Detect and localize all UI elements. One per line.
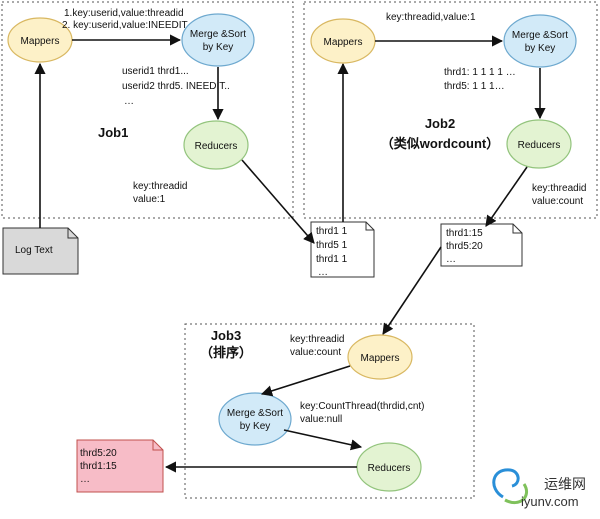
job1-output-row-2: thrd5 1 bbox=[316, 240, 348, 251]
job1-mappers-label: Mappers bbox=[21, 36, 60, 47]
job3-merged-1: key:CountThread(thrdid,cnt) bbox=[300, 401, 425, 412]
job3-frame bbox=[184, 323, 475, 499]
job2-output-row-3: … bbox=[446, 254, 456, 265]
job1-reducers-label: Reducers bbox=[195, 141, 238, 152]
watermark-cn: 运维网 bbox=[544, 476, 586, 492]
job1-merged-3: … bbox=[124, 96, 134, 107]
job2-output-row-2: thrd5:20 bbox=[446, 241, 483, 252]
job1-map-output-1: 1.key:userid,value:threadid bbox=[64, 8, 184, 19]
job2-output-fold bbox=[512, 224, 522, 234]
job3-map-output-1: key:threadid bbox=[290, 334, 344, 345]
job3-mappers-label: Mappers bbox=[361, 353, 400, 364]
job2-merged-2: thrd5: 1 1 1… bbox=[444, 81, 505, 92]
arrow-job2-reducers-to-output bbox=[485, 166, 528, 227]
job2-merged-1: thrd1: 1 1 1 1 … bbox=[444, 67, 516, 78]
job1-frame bbox=[1, 1, 294, 219]
job2-subtitle: （类似wordcount） bbox=[381, 136, 499, 151]
watermark-swirl-icon bbox=[492, 468, 520, 499]
job2-reduce-output-1: key:threadid bbox=[532, 183, 586, 194]
job1-output-document bbox=[310, 221, 375, 278]
watermark-url: iyunv.com bbox=[521, 494, 579, 509]
job3-merge-label-1: Merge &Sort bbox=[227, 408, 283, 419]
final-output-document bbox=[76, 439, 164, 493]
arrow-job1-reducers-to-output bbox=[241, 159, 315, 244]
job1-merge-label-2: by Key bbox=[203, 42, 234, 53]
final-output-fold bbox=[152, 440, 163, 451]
job3-merge-node bbox=[218, 392, 292, 446]
job1-reducers-node bbox=[183, 120, 249, 170]
log-text-fold bbox=[67, 228, 78, 239]
job1-reduce-output-1: key:threadid bbox=[133, 181, 187, 192]
final-output-row-2: thrd1:15 bbox=[80, 461, 117, 472]
job1-merge-label-1: Merge &Sort bbox=[190, 29, 246, 40]
job2-output-document bbox=[440, 223, 523, 267]
job1-output-row-4: … bbox=[318, 267, 328, 278]
job3-title: Job3 bbox=[211, 328, 241, 343]
arrow-job2-output-to-job3-mappers bbox=[382, 246, 442, 335]
job2-reducers-node bbox=[506, 119, 572, 169]
job2-output-row-1: thrd1:15 bbox=[446, 228, 483, 239]
job1-map-output-2: 2. key:userid,value:INEEDIT bbox=[62, 20, 188, 31]
job2-reducers-label: Reducers bbox=[518, 140, 561, 151]
arrow-job3-merge-to-reducers bbox=[283, 429, 363, 451]
job1-output-row-1: thrd1 1 bbox=[316, 226, 348, 237]
job1-merge-node bbox=[181, 13, 255, 67]
job2-frame bbox=[303, 1, 598, 219]
job2-merge-label-1: Merge &Sort bbox=[512, 30, 568, 41]
watermark-logo bbox=[492, 468, 529, 505]
job1-merged-2: userid2 thrd5. INEEDIT.. bbox=[122, 81, 230, 92]
job1-merged-1: userid1 thrd1... bbox=[122, 66, 189, 77]
job3-reducers-label: Reducers bbox=[368, 463, 411, 474]
job2-title: Job2 bbox=[425, 116, 455, 131]
job2-map-output: key:threadid,value:1 bbox=[386, 12, 476, 23]
job2-mappers-label: Mappers bbox=[324, 37, 363, 48]
job3-subtitle: （排序） bbox=[200, 345, 252, 360]
job1-output-fold bbox=[365, 222, 374, 231]
job1-output-row-3: thrd1 1 bbox=[316, 254, 348, 265]
job3-map-output-2: value:count bbox=[290, 347, 341, 358]
final-output-row-3: … bbox=[80, 474, 90, 485]
job1-reduce-output-2: value:1 bbox=[133, 194, 166, 205]
job2-merge-node bbox=[503, 14, 577, 68]
job3-mappers-node bbox=[347, 334, 413, 380]
job2-merge-label-2: by Key bbox=[525, 43, 556, 54]
job3-merge-label-2: by Key bbox=[240, 421, 271, 432]
job2-reduce-output-2: value:count bbox=[532, 196, 583, 207]
job3-merged-2: value:null bbox=[300, 414, 342, 425]
log-text-label: Log Text bbox=[15, 245, 53, 256]
arrow-job3-mappers-to-merge bbox=[260, 365, 351, 397]
job1-title: Job1 bbox=[98, 125, 128, 140]
log-text-document bbox=[2, 227, 79, 275]
final-output-row-1: thrd5:20 bbox=[80, 448, 117, 459]
